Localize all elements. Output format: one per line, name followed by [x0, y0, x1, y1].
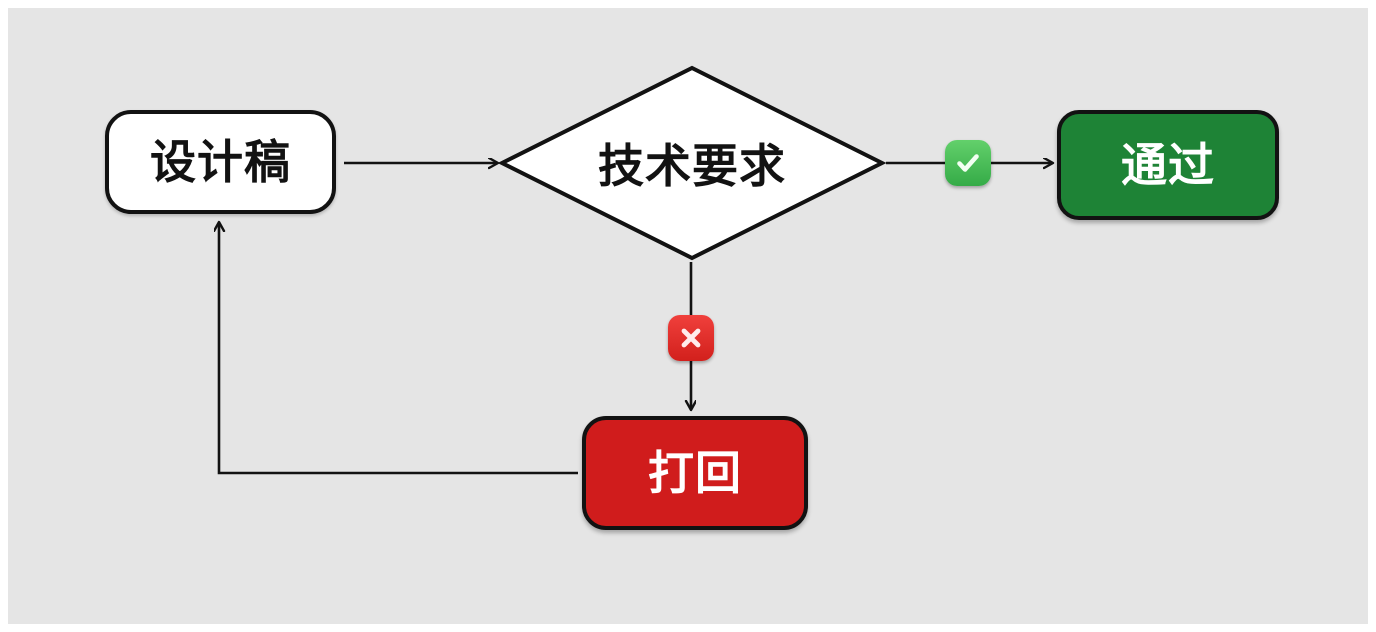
node-technical-requirements-label: 技术要求 — [598, 139, 786, 193]
node-technical-requirements[interactable]: 技术要求 — [502, 66, 882, 260]
cross-mark-badge-icon — [668, 315, 714, 361]
node-pass-label: 通过 — [1121, 138, 1215, 192]
node-reject[interactable]: 打回 — [582, 416, 808, 530]
node-reject-label: 打回 — [648, 446, 742, 500]
node-pass[interactable]: 通过 — [1057, 110, 1279, 220]
node-design-draft[interactable]: 设计稿 — [105, 110, 336, 214]
check-mark-badge-icon — [945, 140, 991, 186]
node-design-draft-label: 设计稿 — [150, 135, 291, 189]
